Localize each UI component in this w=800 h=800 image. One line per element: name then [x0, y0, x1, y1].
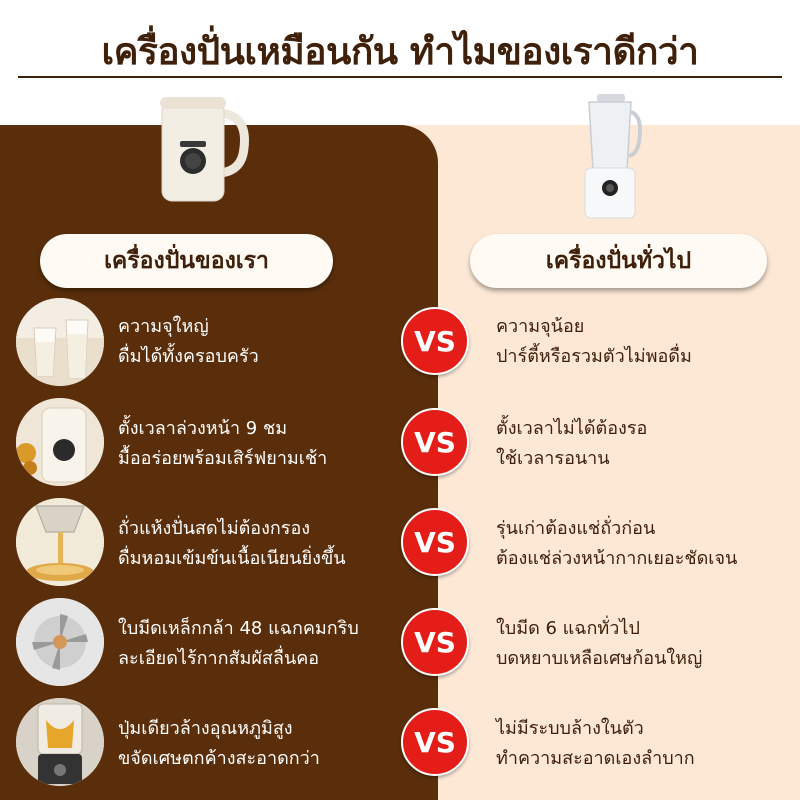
- timer-blender-icon: [16, 398, 104, 486]
- page-title: เครื่องปั่นเหมือนกัน ทำไมของเราดีกว่า: [101, 30, 699, 73]
- row-1-theirs-text: ความจุน้อย ปาร์ตี้หรือรวมตัวไม่พอดื่ม: [496, 312, 796, 372]
- row-2-theirs-line-1: ตั้งเวลาไม่ได้ต้องรอ: [496, 418, 648, 439]
- row-4-theirs-line-1: ใบมีด 6 แฉกทั่วไป: [496, 618, 640, 639]
- row-3-ours-text: ถั่วแห้งปั่นสดไม่ต้องกรอง ดื่มหอมเข้มข้น…: [118, 514, 418, 574]
- row-3-theirs-text: รุ่นเก่าต้องแช่ถั่วก่อน ต้องแช่ล่วงหน้าก…: [496, 514, 796, 574]
- row-2-theirs-text: ตั้งเวลาไม่ได้ต้องรอ ใช้เวลารอนาน: [496, 414, 796, 474]
- row-4-ours-line-1: ใบมีดเหล็กกล้า 48 แฉกคมกริบ: [118, 618, 359, 639]
- row-4-ours-line-2: ละเอียดไร้กากสัมผัสลื่นคอ: [118, 648, 320, 669]
- row-2-ours-text: ตั้งเวลาล่วงหน้า 9 ชม มื้ออร่อยพร้อมเสิร…: [118, 414, 418, 474]
- row-2-ours-line-2: มื้ออร่อยพร้อมเสิร์ฟยามเช้า: [118, 448, 328, 469]
- row-1-vs-badge: VS: [401, 307, 469, 375]
- row-3-vs-badge: VS: [401, 508, 469, 576]
- row-3-ours-line-2: ดื่มหอมเข้มข้นเนื้อเนียนยิ่งขึ้น: [118, 548, 346, 569]
- title-underline: [18, 76, 782, 78]
- pouring-soymilk-icon: [16, 498, 104, 586]
- row-1-thumbnail: [16, 298, 104, 386]
- row-2-thumbnail: [16, 398, 104, 486]
- row-1-ours-line-2: ดื่มได้ทั้งครอบครัว: [118, 346, 259, 367]
- row-5-thumbnail: [16, 698, 104, 786]
- row-3-thumbnail: [16, 498, 104, 586]
- row-5-ours-line-1: ปุ่มเดียวล้างอุณหภูมิสูง: [118, 718, 293, 739]
- row-5-vs-badge: VS: [401, 708, 469, 776]
- row-1-theirs-line-1: ความจุน้อย: [496, 316, 585, 337]
- generic-blender-image: [584, 94, 642, 219]
- row-5-theirs-line-1: ไม่มีระบบล้างในตัว: [496, 718, 644, 739]
- row-3-ours-line-1: ถั่วแห้งปั่นสดไม่ต้องกรอง: [118, 518, 311, 539]
- row-4-thumbnail: [16, 598, 104, 686]
- milk-glasses-icon: [16, 298, 104, 386]
- row-1-theirs-line-2: ปาร์ตี้หรือรวมตัวไม่พอดื่ม: [496, 346, 692, 367]
- row-4-ours-text: ใบมีดเหล็กกล้า 48 แฉกคมกริบ ละเอียดไร้กา…: [118, 614, 418, 674]
- row-5-ours-text: ปุ่มเดียวล้างอุณหภูมิสูง ขจัดเศษตกค้างสะ…: [118, 714, 418, 774]
- steel-blade-icon: [16, 598, 104, 686]
- row-4-theirs-line-2: บดหยาบเหลือเศษก้อนใหญ่: [496, 648, 703, 669]
- row-4-theirs-text: ใบมีด 6 แฉกทั่วไป บดหยาบเหลือเศษก้อนใหญ่: [496, 614, 796, 674]
- row-4-vs-badge: VS: [401, 608, 469, 676]
- row-2-vs-badge: VS: [401, 408, 469, 476]
- row-3-theirs-line-2: ต้องแช่ล่วงหน้ากากเยอะชัดเจน: [496, 548, 738, 569]
- row-2-ours-line-1: ตั้งเวลาล่วงหน้า 9 ชม: [118, 418, 288, 439]
- row-2-theirs-line-2: ใช้เวลารอนาน: [496, 448, 610, 469]
- row-1-ours-line-1: ความจุใหญ่: [118, 316, 209, 337]
- generic-blender-label: เครื่องปั่นทั่วไป: [470, 234, 767, 288]
- row-3-theirs-line-1: รุ่นเก่าต้องแช่ถั่วก่อน: [496, 518, 656, 539]
- row-5-theirs-line-2: ทำความสะอาดเองลำบาก: [496, 748, 695, 769]
- row-5-theirs-text: ไม่มีระบบล้างในตัว ทำความสะอาดเองลำบาก: [496, 714, 796, 774]
- self-clean-blender-icon: [16, 698, 104, 786]
- our-blender-image: [160, 97, 249, 202]
- row-5-ours-line-2: ขจัดเศษตกค้างสะอาดกว่า: [118, 748, 320, 769]
- our-blender-label: เครื่องปั่นของเรา: [40, 234, 333, 288]
- row-1-ours-text: ความจุใหญ่ ดื่มได้ทั้งครอบครัว: [118, 312, 418, 372]
